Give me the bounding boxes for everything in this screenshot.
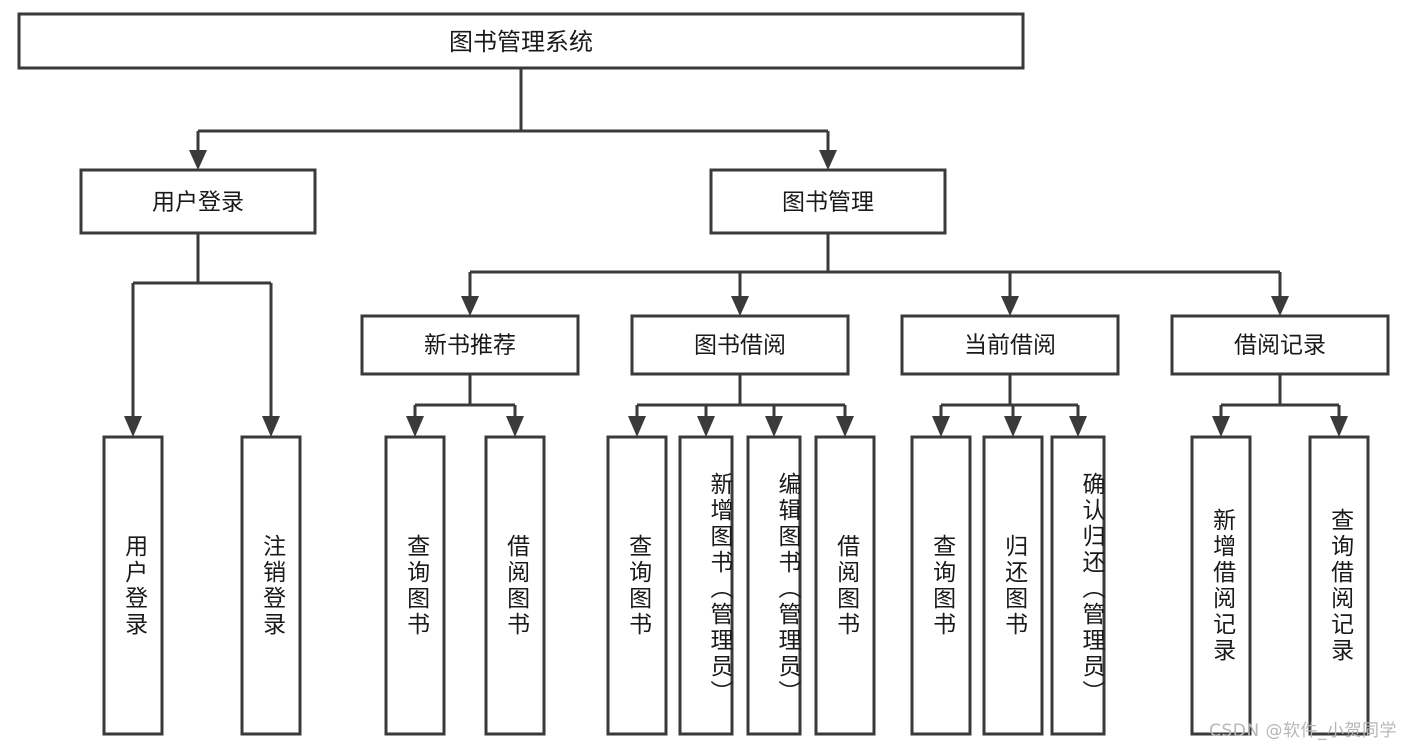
- node-label: 新书推荐: [424, 333, 516, 359]
- arrow-head-icon: [836, 416, 854, 437]
- connector-group-root-to-level2: [189, 68, 837, 170]
- arrow-head-icon: [189, 150, 207, 170]
- node-box: [630, 314, 850, 376]
- node-box: [1170, 314, 1390, 376]
- leaf-box-logout[interactable]: [240, 435, 302, 736]
- arrow-head-icon: [461, 296, 479, 316]
- leaf-box-query-book-rec[interactable]: [384, 435, 446, 736]
- node-label: 当前借阅: [964, 333, 1056, 359]
- connector-group-current-borrow-children: [932, 374, 1087, 437]
- leaf-box-borrow-book-bor[interactable]: [814, 435, 876, 736]
- arrow-head-icon: [731, 296, 749, 316]
- leaf-box-group: [102, 435, 1370, 736]
- node-box: [79, 168, 317, 235]
- arrow-head-icon: [932, 416, 950, 437]
- node-user-login[interactable]: 用户登录: [79, 168, 317, 235]
- node-box: [709, 168, 947, 235]
- node-box: [360, 314, 580, 376]
- leaf-box-confirm-return[interactable]: [1050, 435, 1106, 736]
- node-box: [17, 12, 1025, 70]
- arrow-head-icon: [819, 150, 837, 170]
- arrow-head-icon: [1271, 296, 1289, 316]
- arrow-head-icon: [262, 416, 280, 437]
- node-label: 图书管理: [782, 190, 874, 216]
- node-current-borrow[interactable]: 当前借阅: [900, 314, 1120, 376]
- arrow-head-icon: [1212, 416, 1230, 437]
- arrow-head-icon: [124, 416, 142, 437]
- csdn-watermark: CSDN @软件_小贺同学: [1209, 721, 1397, 741]
- node-book-management[interactable]: 图书管理: [709, 168, 947, 235]
- arrow-head-icon: [1330, 416, 1348, 437]
- arrow-head-icon: [406, 416, 424, 437]
- leaf-box-add-borrow-rec[interactable]: [1190, 435, 1252, 736]
- connector-group-borrow-record-children: [1212, 374, 1348, 437]
- arrow-head-icon: [628, 416, 646, 437]
- arrow-head-icon: [697, 416, 715, 437]
- node-label: 借阅记录: [1234, 333, 1326, 359]
- node-root-system[interactable]: 图书管理系统: [17, 12, 1025, 70]
- connector-group-book-borrow-children: [628, 374, 854, 437]
- node-label: 图书管理系统: [449, 28, 593, 56]
- leaf-box-query-borrow-rec[interactable]: [1308, 435, 1370, 736]
- leaf-box-add-book-admin[interactable]: [678, 435, 734, 736]
- arrow-head-icon: [765, 416, 783, 437]
- connector-group-new-book-rec-children: [406, 374, 524, 437]
- connector-group-user-login-children: [124, 233, 280, 437]
- node-label: 图书借阅: [694, 333, 786, 359]
- arrow-head-icon: [1001, 296, 1019, 316]
- node-label: 用户登录: [152, 190, 244, 216]
- arrow-head-icon: [1004, 416, 1022, 437]
- leaf-box-query-book-cur[interactable]: [910, 435, 972, 736]
- leaf-box-edit-book-admin[interactable]: [746, 435, 802, 736]
- leaf-box-query-book-bor[interactable]: [606, 435, 668, 736]
- leaf-box-user-login[interactable]: [102, 435, 164, 736]
- node-book-borrow[interactable]: 图书借阅: [630, 314, 850, 376]
- arrow-head-icon: [1069, 416, 1087, 437]
- leaf-box-borrow-book-rec[interactable]: [484, 435, 546, 736]
- node-new-book-recommend[interactable]: 新书推荐: [360, 314, 580, 376]
- leaf-box-return-book[interactable]: [982, 435, 1044, 736]
- connector-group-book-mgmt-children: [461, 233, 1289, 316]
- node-box: [900, 314, 1120, 376]
- arrow-head-icon: [506, 416, 524, 437]
- node-borrow-record[interactable]: 借阅记录: [1170, 314, 1390, 376]
